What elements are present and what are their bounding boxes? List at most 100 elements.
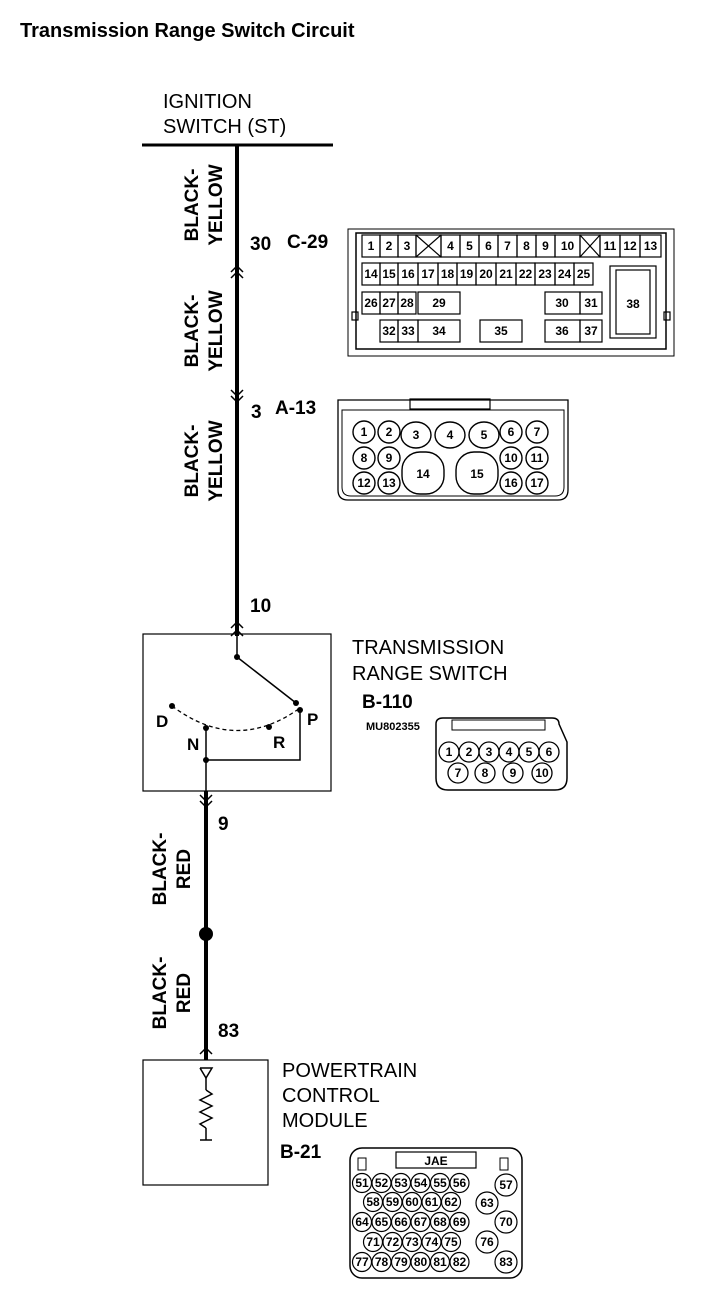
pin-number: 55 <box>433 1176 447 1190</box>
pin-number: 74 <box>425 1235 439 1249</box>
pin-number: 59 <box>386 1195 400 1209</box>
pin-30-label: 30 <box>250 234 271 255</box>
svg-text:RED: RED <box>174 973 195 1013</box>
pin-number: 8 <box>482 766 489 780</box>
pin-number: 7 <box>504 239 511 253</box>
pin-number: 71 <box>366 1235 380 1249</box>
pin-hole <box>449 1211 470 1233</box>
pin-number: 10 <box>504 451 518 465</box>
pin-hole <box>531 762 553 784</box>
pin-number: 16 <box>401 267 415 281</box>
pin-number: 2 <box>386 425 393 439</box>
pin-hole <box>525 420 549 444</box>
pin-number: 56 <box>453 1176 467 1190</box>
pin-hole <box>440 1191 462 1213</box>
pin-number: 2 <box>466 745 473 759</box>
pin-hole <box>352 446 376 470</box>
pin-hole <box>434 421 466 449</box>
connector-b110-part: MU802355 <box>366 721 420 733</box>
connector-symbol-b21 <box>199 1046 213 1055</box>
pin-number: 24 <box>558 267 572 281</box>
pin-number: 83 <box>499 1255 513 1269</box>
pin-number: 28 <box>400 296 414 310</box>
svg-text:BLACK-: BLACK- <box>150 957 171 1030</box>
pin-number: 67 <box>414 1215 428 1229</box>
pin-number: 72 <box>386 1235 400 1249</box>
pin-number: 60 <box>405 1195 419 1209</box>
svg-text:BLACK-: BLACK- <box>182 169 203 242</box>
svg-text:RED: RED <box>174 849 195 889</box>
svg-text:BLACK-: BLACK- <box>182 425 203 498</box>
pin-number: 10 <box>535 766 549 780</box>
pin-number: 3 <box>486 745 493 759</box>
pin-hole <box>447 762 469 784</box>
pin-number: 4 <box>447 428 454 442</box>
svg-text:BLACK-: BLACK- <box>182 295 203 368</box>
pin-number: 68 <box>433 1215 447 1229</box>
pin-number: 9 <box>542 239 549 253</box>
pin-cell <box>639 234 662 258</box>
pin-number: 29 <box>432 296 446 310</box>
pin-number: 38 <box>626 297 640 311</box>
svg-text:YELLOW: YELLOW <box>206 290 227 371</box>
pin-number: 61 <box>425 1195 439 1209</box>
pin-number: 8 <box>361 451 368 465</box>
pin-number: 16 <box>504 476 518 490</box>
range-switch-label-line2: RANGE SWITCH <box>352 663 508 685</box>
connector-symbol-a13 <box>230 389 244 404</box>
pin-number: 17 <box>421 267 435 281</box>
pin-number: 31 <box>584 296 598 310</box>
range-switch-label-line1: TRANSMISSION <box>352 637 504 659</box>
pin-hole <box>494 1210 518 1234</box>
pin-hole <box>475 1191 499 1215</box>
pin-number: 19 <box>460 267 474 281</box>
pin-number: 53 <box>394 1176 408 1190</box>
pin-number: 12 <box>623 239 637 253</box>
pin-number: 3 <box>404 239 411 253</box>
pin-number: 17 <box>530 476 544 490</box>
range-switch-contacts <box>169 654 303 763</box>
position-p-label: P <box>307 710 318 729</box>
pin-number: 27 <box>382 296 396 310</box>
pin-number: 4 <box>506 745 513 759</box>
pin-number: 64 <box>355 1215 369 1229</box>
pin-number: 35 <box>494 324 508 338</box>
pin-number: 5 <box>466 239 473 253</box>
pin-cell <box>573 262 594 286</box>
pin-hole <box>494 1173 518 1197</box>
connector-b21-maker: JAE <box>424 1154 447 1168</box>
pin-hole-large <box>455 451 499 495</box>
pin-3-label: 3 <box>251 402 262 423</box>
pin-hole <box>449 1251 470 1273</box>
pin-number: 70 <box>499 1215 513 1229</box>
pin-hole <box>352 420 376 444</box>
pin-cell <box>579 319 603 343</box>
pin-number: 78 <box>375 1255 389 1269</box>
pin-cell <box>479 319 523 343</box>
pin-83-label: 83 <box>218 1021 239 1042</box>
pin-number: 7 <box>534 425 541 439</box>
pin-number: 51 <box>355 1176 369 1190</box>
connector-symbol-c29 <box>230 264 244 279</box>
pin-hole <box>475 1230 499 1254</box>
blank-cell-mark <box>579 234 601 258</box>
pin-number: 12 <box>357 476 371 490</box>
pin-number: 1 <box>361 425 368 439</box>
pin-number: 36 <box>555 324 569 338</box>
pin-number: 54 <box>414 1176 428 1190</box>
pin-hole <box>499 471 523 495</box>
pin-hole <box>400 421 432 449</box>
pin-hole <box>525 471 549 495</box>
pin-number: 1 <box>368 239 375 253</box>
pin-hole <box>525 446 549 470</box>
pin-number: 4 <box>447 239 454 253</box>
pin-number: 25 <box>577 267 591 281</box>
pin-cell-large <box>609 265 657 339</box>
pin-number: 79 <box>394 1255 408 1269</box>
pin-hole-large <box>401 451 445 495</box>
pin-number: 37 <box>584 324 598 338</box>
pin-number: 14 <box>364 267 378 281</box>
